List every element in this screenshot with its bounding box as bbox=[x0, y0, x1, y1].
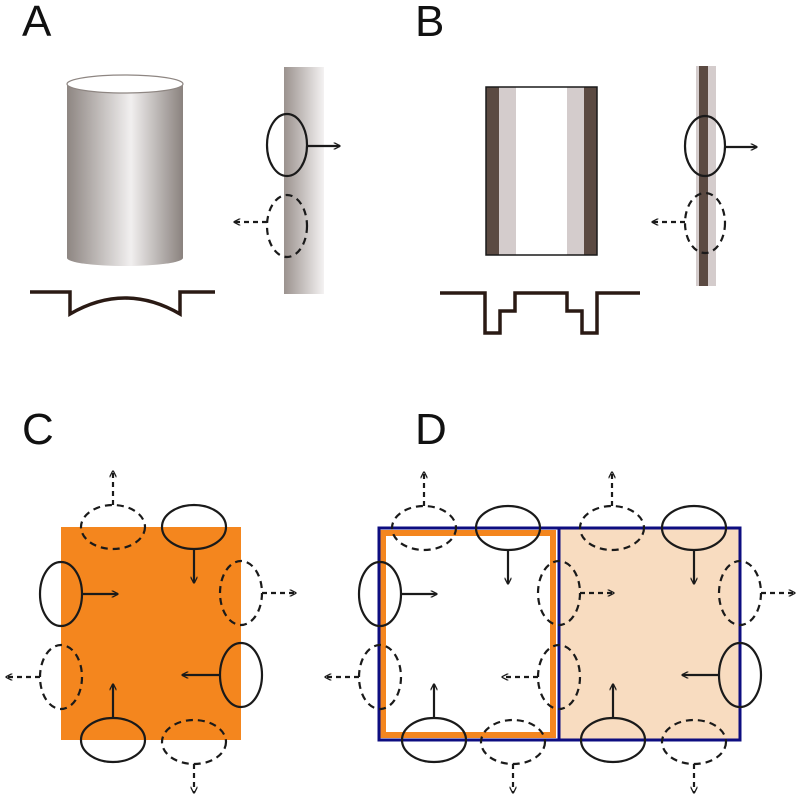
profile-curve-a bbox=[30, 290, 215, 318]
dashed-ellipse-icon bbox=[38, 643, 84, 711]
profile-step-b bbox=[440, 291, 640, 335]
panel-c: C bbox=[6, 405, 296, 793]
dashed-ellipse-icon bbox=[79, 503, 147, 551]
panel-label-d: D bbox=[415, 405, 447, 454]
rod-side-view-b bbox=[652, 66, 757, 286]
rod-side-view-a bbox=[234, 67, 340, 294]
orange-bordered-cell bbox=[380, 530, 556, 738]
layered-rectangle bbox=[485, 86, 598, 256]
dashed-ellipse-icon bbox=[536, 643, 582, 711]
dashed-ellipse-icon bbox=[683, 191, 727, 255]
panel-label-c: C bbox=[22, 405, 54, 454]
cylinder-3d bbox=[66, 74, 184, 266]
dashed-ellipse-icon bbox=[578, 504, 646, 552]
panel-b: B bbox=[415, 0, 757, 335]
panel-d: D bbox=[325, 405, 795, 793]
dashed-ellipse-icon bbox=[265, 193, 309, 259]
panel-a: A bbox=[22, 0, 340, 318]
orange-square bbox=[61, 527, 241, 740]
panel-label-a: A bbox=[22, 0, 52, 46]
panel-label-b: B bbox=[415, 0, 444, 46]
light-orange-cell bbox=[560, 528, 740, 740]
dashed-ellipse-icon bbox=[357, 643, 403, 711]
dashed-ellipse-icon bbox=[390, 504, 458, 552]
